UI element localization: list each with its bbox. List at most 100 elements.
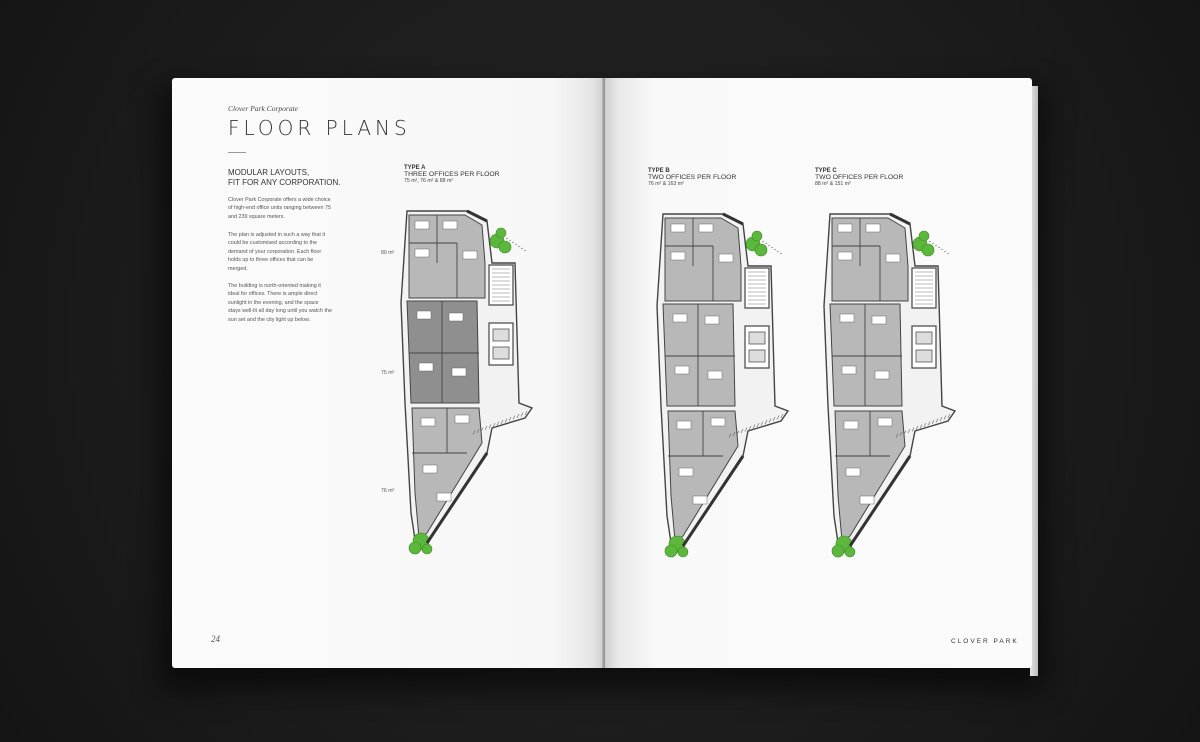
railing xyxy=(776,415,780,420)
tree xyxy=(831,544,845,558)
railing xyxy=(779,252,783,255)
desk xyxy=(710,417,726,427)
office-zone xyxy=(406,300,480,404)
area-label: 75 m² xyxy=(381,370,395,376)
railing xyxy=(773,248,777,251)
tree xyxy=(421,543,433,555)
desk xyxy=(462,250,478,260)
railing xyxy=(748,425,752,431)
plan-c-name: TWO OFFICES PER FLOOR xyxy=(815,174,904,181)
railing xyxy=(520,412,524,417)
railing xyxy=(895,433,899,438)
railing xyxy=(480,427,484,432)
lift-car xyxy=(492,346,510,360)
floor-plan-type-c xyxy=(823,212,957,558)
plan-a-sizes: 75 m², 76 m² & 88 m² xyxy=(404,178,454,184)
railing xyxy=(476,428,480,434)
lift-car xyxy=(492,328,510,342)
desk xyxy=(837,223,853,233)
railing xyxy=(764,419,768,425)
office-zone xyxy=(664,217,742,302)
railing xyxy=(504,418,508,423)
railing xyxy=(764,242,768,245)
office-zone xyxy=(662,303,736,407)
desk xyxy=(670,223,686,233)
desk xyxy=(670,251,686,261)
railing xyxy=(937,246,941,249)
facade-wall xyxy=(848,455,912,547)
desk xyxy=(837,251,853,261)
desk xyxy=(442,220,458,230)
railing xyxy=(516,413,520,419)
tree xyxy=(408,541,422,555)
desk xyxy=(841,365,857,375)
railing xyxy=(940,248,944,251)
floor-plan-type-b xyxy=(656,212,790,558)
desk xyxy=(843,420,859,430)
left-page: Clover Park Corporate FLOOR PLANS MODULA… xyxy=(172,78,604,668)
plan-b-name: TWO OFFICES PER FLOOR xyxy=(648,174,737,181)
desk xyxy=(414,220,430,230)
railing xyxy=(505,237,509,240)
desk xyxy=(707,370,723,380)
paragraph-1: Clover Park Corporate offers a wide choi… xyxy=(228,197,331,220)
desk xyxy=(451,367,467,377)
railing xyxy=(931,242,935,245)
lift-car xyxy=(915,331,933,345)
railing xyxy=(928,240,932,243)
railing xyxy=(770,246,774,249)
railing xyxy=(472,430,476,435)
tree xyxy=(918,230,930,242)
desk xyxy=(674,365,690,375)
plan-b-sizes: 76 m² & 163 m² xyxy=(648,181,684,187)
railing xyxy=(744,427,748,432)
office-zone xyxy=(834,410,906,542)
tree xyxy=(754,243,768,257)
desk xyxy=(436,492,452,502)
tree xyxy=(495,227,507,239)
footer-brand: CLOVER PARK xyxy=(951,638,1019,645)
railing xyxy=(768,418,772,423)
railing xyxy=(740,428,744,434)
floor-plan-type-a xyxy=(400,209,534,555)
railing xyxy=(911,427,915,432)
railing xyxy=(943,250,947,253)
lift-car xyxy=(748,349,766,363)
railing xyxy=(523,249,527,252)
desk xyxy=(420,417,436,427)
paragraph-3: The building is north-oriented making it… xyxy=(228,283,332,323)
tree xyxy=(751,230,763,242)
tree xyxy=(677,546,689,558)
railing xyxy=(736,430,740,435)
railing xyxy=(934,244,938,247)
plan-c-kicker: TYPE C xyxy=(815,168,837,174)
area-label: 80 m² xyxy=(381,250,395,256)
office-zone xyxy=(831,217,909,302)
lift-car xyxy=(915,349,933,363)
railing xyxy=(484,425,488,431)
desk xyxy=(698,223,714,233)
railing xyxy=(935,418,939,423)
desk xyxy=(845,467,861,477)
page-title: FLOOR PLANS xyxy=(228,116,411,140)
railing xyxy=(946,252,950,255)
railing xyxy=(907,428,911,434)
railing xyxy=(752,424,756,429)
railing xyxy=(520,247,524,250)
tree xyxy=(921,243,935,257)
intro-heading-line1: MODULAR LAYOUTS, xyxy=(228,168,310,177)
desk xyxy=(418,362,434,372)
railing xyxy=(728,433,732,438)
page-number: 24 xyxy=(211,634,220,644)
desk xyxy=(416,310,432,320)
railing xyxy=(927,421,931,426)
railing xyxy=(780,413,784,419)
tree xyxy=(664,544,678,558)
railing xyxy=(511,241,515,244)
lift-car xyxy=(748,331,766,345)
railing xyxy=(919,424,923,429)
desk xyxy=(422,464,438,474)
desk xyxy=(839,313,855,323)
railing xyxy=(776,250,780,253)
railing xyxy=(500,419,504,425)
